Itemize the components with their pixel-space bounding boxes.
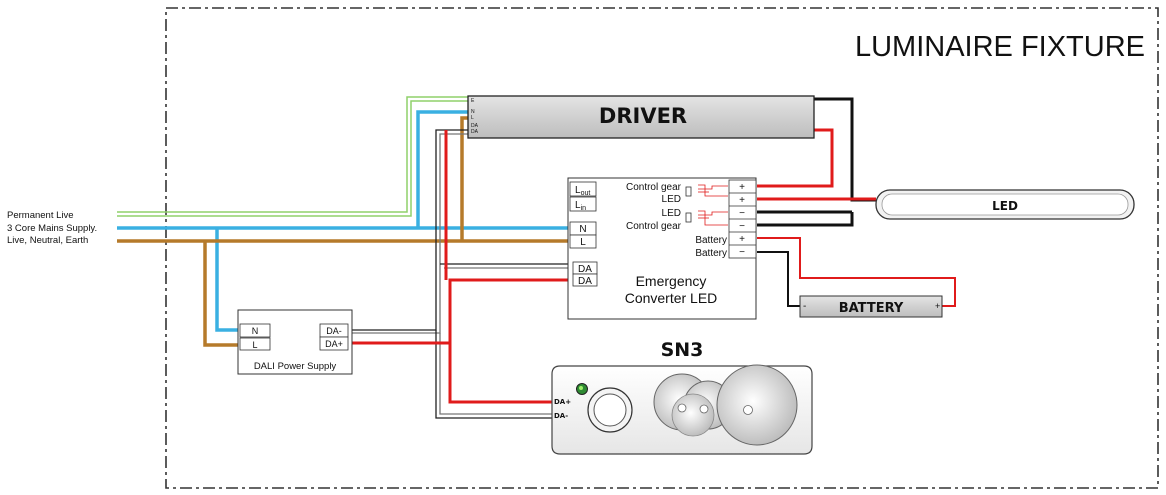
ec-terminal-2: + (739, 195, 745, 206)
l-in-label: Lin (575, 200, 586, 212)
ec-terminal-3: − (739, 208, 745, 219)
dali-power-supply: N L DA- DA+ DALI Power Supply (237, 309, 353, 375)
battery-label: BATTERY (839, 301, 904, 316)
live-wire (117, 116, 568, 347)
neutral-wire (117, 110, 568, 332)
battery-minus: - (803, 301, 806, 312)
driver-led-positive-wire (757, 128, 876, 201)
supply-label-mains: 3 Core Mains Supply. (7, 223, 97, 234)
ec-label-control-gear-2: Control gear (626, 221, 682, 232)
ec-n-label: N (579, 224, 586, 235)
earth-wire (117, 96, 468, 217)
sensor-da-minus: DA- (554, 412, 568, 420)
led-label: LED (992, 199, 1018, 213)
sn3-sensor: SN3 DA+ DA- (551, 339, 813, 455)
battery-wires (757, 237, 956, 307)
dps-l-label: L (252, 340, 257, 350)
fixture-title: LUMINAIRE FIXTURE (855, 31, 1145, 63)
mains-supply-labels: Permanent Live 3 Core Mains Supply. Live… (7, 210, 97, 246)
dali-bus-wire (350, 129, 570, 419)
ec-terminal-4: − (739, 221, 745, 232)
ec-label-battery-neg: Battery (695, 248, 727, 259)
ec-title-line1: Emergency (636, 273, 707, 289)
sensor-da-plus: DA+ (554, 398, 571, 406)
ec-terminal-1: + (739, 182, 745, 193)
driver-title: DRIVER (599, 104, 687, 128)
ec-title-line2: Converter LED (625, 290, 718, 306)
l-out-label: Lout (575, 185, 590, 197)
ec-right-terminals: + + − − + − (728, 179, 757, 259)
ec-terminal-5: + (739, 234, 745, 245)
driver-terminal-da1: DA (471, 123, 479, 129)
dps-n-label: N (252, 326, 259, 336)
relay-symbol-1 (685, 184, 728, 197)
ec-da1-label: DA (578, 264, 592, 275)
sensor-title: SN3 (661, 339, 704, 361)
battery-unit: - BATTERY + (799, 295, 943, 318)
ec-l-label: L (580, 237, 586, 248)
ec-label-battery-pos: Battery (695, 235, 727, 246)
supply-label-permanent-live: Permanent Live (7, 210, 74, 221)
ec-label-led-1: LED (662, 194, 681, 205)
driver-terminal-l: L (471, 115, 474, 121)
dps-da-plus-label: DA+ (325, 339, 343, 349)
sensor-lens-cluster-icon (653, 364, 798, 446)
ec-da2-label: DA (578, 276, 592, 287)
dps-da-minus-label: DA- (326, 326, 342, 336)
driver-unit: DRIVER E N L DA DA (467, 95, 815, 139)
dps-label: DALI Power Supply (254, 361, 337, 372)
driver-terminal-e: E (471, 98, 475, 104)
ec-label-led-2: LED (662, 208, 681, 219)
driver-terminal-n: N (471, 109, 475, 115)
led-module: LED (875, 189, 1135, 220)
ec-terminal-6: − (739, 247, 745, 258)
emergency-converter: Lout Lin N L DA DA Emergency Converter L… (567, 177, 757, 320)
relay-symbol-2 (685, 210, 728, 226)
dali-red-wire (350, 130, 570, 404)
battery-plus: + (935, 301, 940, 311)
supply-label-lne: Live, Neutral, Earth (7, 235, 88, 246)
ec-label-control-gear-1: Control gear (626, 182, 682, 193)
driver-terminal-da2: DA (471, 129, 479, 135)
